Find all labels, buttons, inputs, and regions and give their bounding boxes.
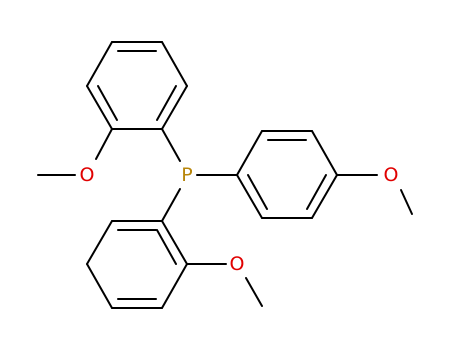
oxygen-atom-label: O	[80, 164, 95, 186]
bond	[156, 85, 177, 121]
bond	[245, 277, 263, 307]
bond	[161, 188, 181, 222]
bond	[95, 128, 113, 160]
bond	[161, 41, 188, 87]
phosphorus-atom-label: P	[181, 164, 192, 186]
bond	[86, 41, 113, 87]
bond	[400, 189, 413, 215]
bond	[86, 85, 113, 130]
oxygen-atom-label: O	[384, 164, 399, 186]
bond	[156, 229, 177, 265]
bond	[161, 220, 188, 265]
bond	[236, 174, 263, 219]
bond	[161, 85, 188, 130]
bond	[161, 263, 188, 309]
bond	[86, 220, 113, 265]
bond	[247, 174, 268, 210]
bond	[97, 85, 118, 121]
oxygen-atom-label: O	[230, 253, 245, 275]
ring-right	[236, 130, 338, 219]
ring-lower-left	[86, 220, 188, 309]
bond	[311, 174, 338, 219]
bond	[86, 263, 113, 309]
bond	[236, 130, 263, 176]
bond	[306, 174, 327, 210]
bond	[161, 128, 181, 162]
ring-upper-left	[86, 41, 188, 130]
bond	[311, 130, 338, 176]
